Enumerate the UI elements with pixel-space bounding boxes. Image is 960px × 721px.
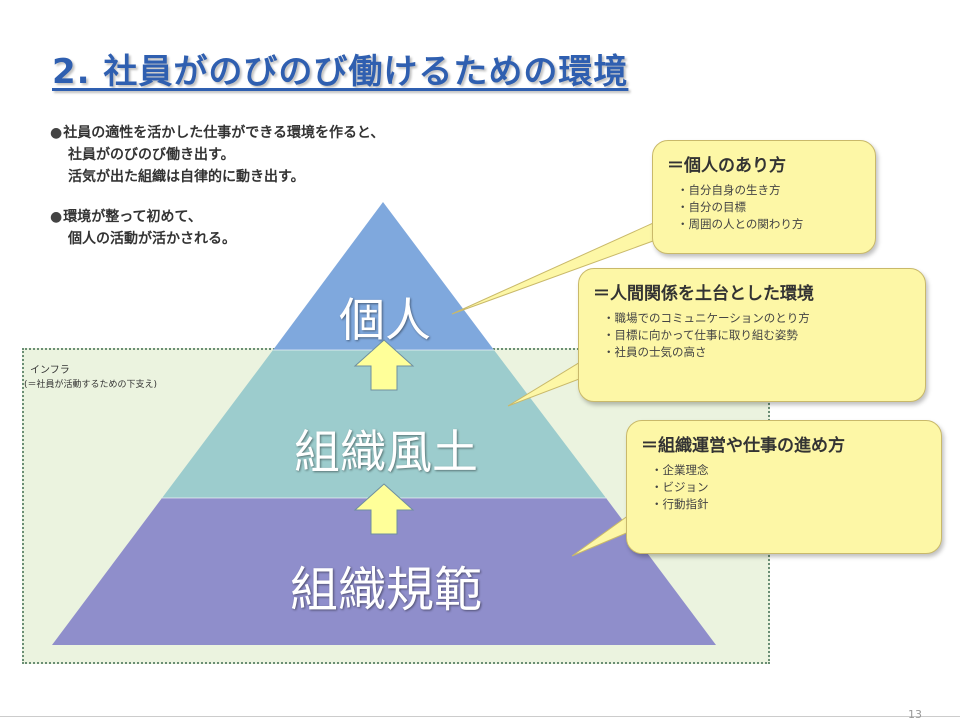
slide-title: 2. 社員がのびのび働けるための環境 bbox=[52, 52, 629, 92]
footer-divider bbox=[0, 716, 960, 717]
infrastructure-label: インフラ (＝社員が活動するための下支え) bbox=[24, 364, 157, 392]
bullet-1-line-1: 社員の適性を活かした仕事ができる環境を作ると、 bbox=[63, 125, 385, 141]
callout-item: 企業理念 bbox=[651, 462, 927, 479]
bullet-dot-icon: ● bbox=[50, 125, 63, 141]
callout-list: 自分自身の生き方 自分の目標 周囲の人との関わり方 bbox=[667, 182, 861, 233]
bullet-1: ●社員の適性を活かした仕事ができる環境を作ると、 社員がのびのび働き出す。 活気… bbox=[50, 122, 520, 188]
pyramid-top-layer bbox=[273, 202, 494, 350]
bullet-1-line-2: 社員がのびのび働き出す。 bbox=[68, 147, 235, 163]
bullet-1-line-3: 活気が出た組織は自律的に動き出す。 bbox=[68, 169, 305, 185]
pyramid-middle-label: 組織風土 bbox=[294, 425, 478, 479]
bullet-2: ●環境が整って初めて、 個人の活動が活かされる。 bbox=[50, 206, 520, 250]
pyramid-bottom-layer bbox=[52, 498, 716, 645]
up-arrow-icon bbox=[353, 339, 415, 391]
callout-heading: ＝人間関係を土台とした環境 bbox=[593, 284, 814, 304]
callout-heading: ＝組織運営や仕事の進め方 bbox=[641, 436, 845, 456]
bullet-2-line-1: 環境が整って初めて、 bbox=[63, 209, 202, 225]
pyramid-top-label: 個人 bbox=[339, 293, 431, 347]
callout-list: 企業理念 ビジョン 行動指針 bbox=[641, 462, 927, 513]
pyramid-bottom-label: 組織規範 bbox=[289, 562, 482, 618]
bullet-list: ●社員の適性を活かした仕事ができる環境を作ると、 社員がのびのび働き出す。 活気… bbox=[50, 122, 520, 268]
callout-item: 自分の目標 bbox=[677, 199, 861, 216]
callout-item: ビジョン bbox=[651, 479, 927, 496]
bullet-dot-icon: ● bbox=[50, 209, 63, 225]
callout-norms: ＝組織運営や仕事の進め方 企業理念 ビジョン 行動指針 bbox=[626, 420, 942, 554]
bullet-2-line-2: 個人の活動が活かされる。 bbox=[68, 231, 236, 247]
callout-item: 職場でのコミュニケーションのとり方 bbox=[603, 310, 911, 327]
callout-culture: ＝人間関係を土台とした環境 職場でのコミュニケーションのとり方 目標に向かって仕… bbox=[578, 268, 926, 402]
callout-individual: ＝個人のあり方 自分自身の生き方 自分の目標 周囲の人との関わり方 bbox=[652, 140, 876, 254]
callout-item: 周囲の人との関わり方 bbox=[677, 216, 861, 233]
callout-heading: ＝個人のあり方 bbox=[667, 156, 786, 176]
callout-item: 行動指針 bbox=[651, 496, 927, 513]
callout-list: 職場でのコミュニケーションのとり方 目標に向かって仕事に取り組む姿勢 社員の士気… bbox=[593, 310, 911, 361]
up-arrow-icon bbox=[353, 483, 415, 535]
infrastructure-subtitle: (＝社員が活動するための下支え) bbox=[24, 380, 158, 390]
callout-item: 目標に向かって仕事に取り組む姿勢 bbox=[603, 327, 911, 344]
callout-item: 社員の士気の高さ bbox=[603, 344, 911, 361]
pyramid-middle-layer bbox=[162, 350, 606, 498]
callout-item: 自分自身の生き方 bbox=[677, 182, 861, 199]
page-number: 13 bbox=[908, 708, 922, 721]
infrastructure-title: インフラ bbox=[30, 365, 70, 376]
